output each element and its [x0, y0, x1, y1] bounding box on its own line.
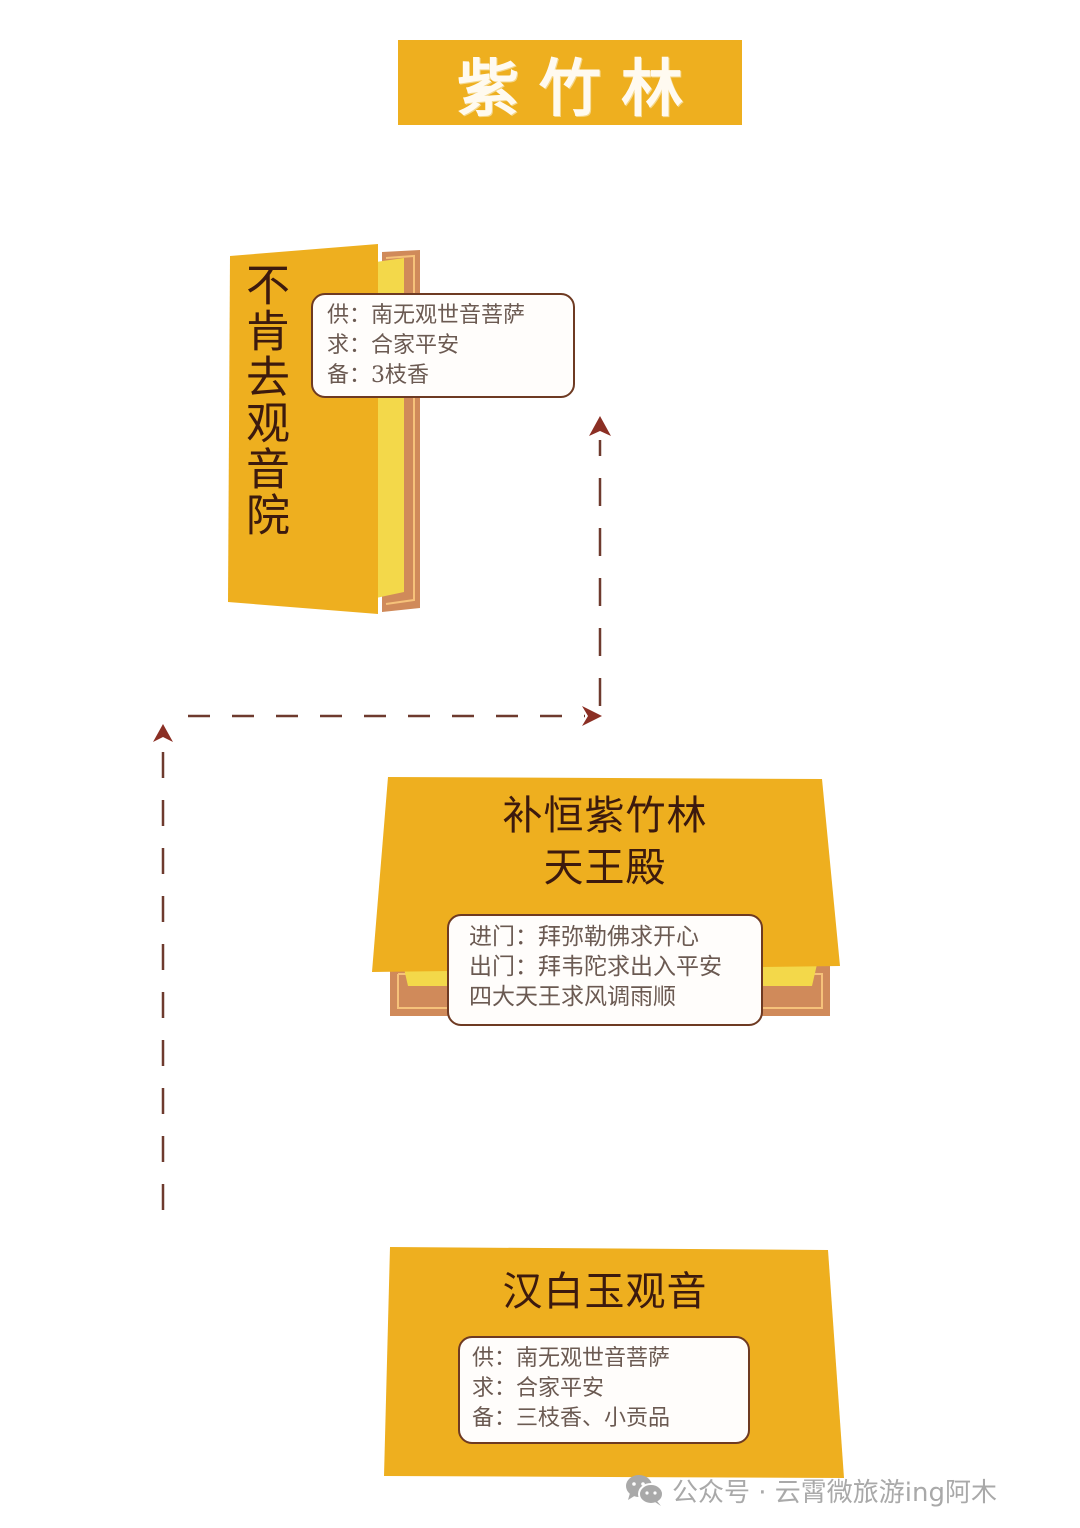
node-tianwang-info-box: 进门：拜弥勒佛求开心 出门：拜韦陀求出入平安 四大天王求风调雨顺 [447, 914, 763, 1026]
info-line: 出门：拜韦陀求出入平安 [469, 952, 741, 982]
info-value: 三枝香、小贡品 [516, 1406, 671, 1431]
node-tianwang-title-line2: 天王殿 [543, 845, 667, 891]
title-banner: 紫竹林 [398, 40, 742, 125]
info-line: 求：合家平安 [472, 1374, 736, 1404]
info-key: 求： [327, 333, 372, 358]
info-key: 备： [472, 1406, 517, 1431]
info-key: 供： [327, 303, 372, 328]
info-line: 进门：拜弥勒佛求开心 [469, 922, 741, 952]
info-key: 求： [472, 1376, 517, 1401]
node-buken-vertical-label: 不肯去观音院 [238, 262, 289, 538]
arrow-up-right-icon [589, 416, 611, 436]
arrow-up-left-icon [153, 724, 173, 742]
node-hanbaiyu-title: 汉白玉观音 [502, 1269, 708, 1315]
info-line: 供：南无观世音菩萨 [472, 1344, 736, 1374]
wechat-icon [626, 1475, 664, 1506]
info-line: 求：合家平安 [327, 331, 559, 361]
info-line: 四大天王求风调雨顺 [469, 982, 741, 1012]
arrow-right-icon [582, 706, 602, 726]
info-value: 合家平安 [371, 333, 460, 358]
info-value: 四大天王求风调雨顺 [469, 984, 676, 1010]
info-value: 拜弥勒佛求开心 [538, 924, 699, 950]
page-title: 紫竹林 [456, 51, 703, 125]
info-key: 出门： [469, 954, 538, 980]
watermark-text: 公众号 · 云霄微旅游ing阿木 [672, 1477, 998, 1508]
info-key: 备： [327, 363, 372, 388]
info-value: 拜韦陀求出入平安 [538, 954, 722, 980]
info-value: 南无观世音菩萨 [371, 303, 526, 328]
info-line: 备：3枝香 [327, 361, 559, 391]
info-line: 供：南无观世音菩萨 [327, 301, 559, 331]
node-hanbaiyu-info-box: 供：南无观世音菩萨 求：合家平安 备：三枝香、小贡品 [458, 1336, 750, 1444]
node-tianwang-title: 补恒紫竹林 天王殿 [420, 790, 790, 894]
watermark: 公众号 · 云霄微旅游ing阿木 [624, 1470, 997, 1510]
info-key: 供： [472, 1346, 517, 1371]
route-dashed-path [161, 440, 602, 1210]
node-tianwang-title-line1: 补恒紫竹林 [502, 793, 708, 839]
info-value: 南无观世音菩萨 [516, 1346, 671, 1371]
info-value: 合家平安 [516, 1376, 605, 1401]
info-value: 3枝香 [371, 363, 430, 388]
node-buken-info-box: 供：南无观世音菩萨 求：合家平安 备：3枝香 [311, 293, 575, 398]
info-key: 进门： [469, 924, 538, 950]
info-line: 备：三枝香、小贡品 [472, 1404, 736, 1434]
